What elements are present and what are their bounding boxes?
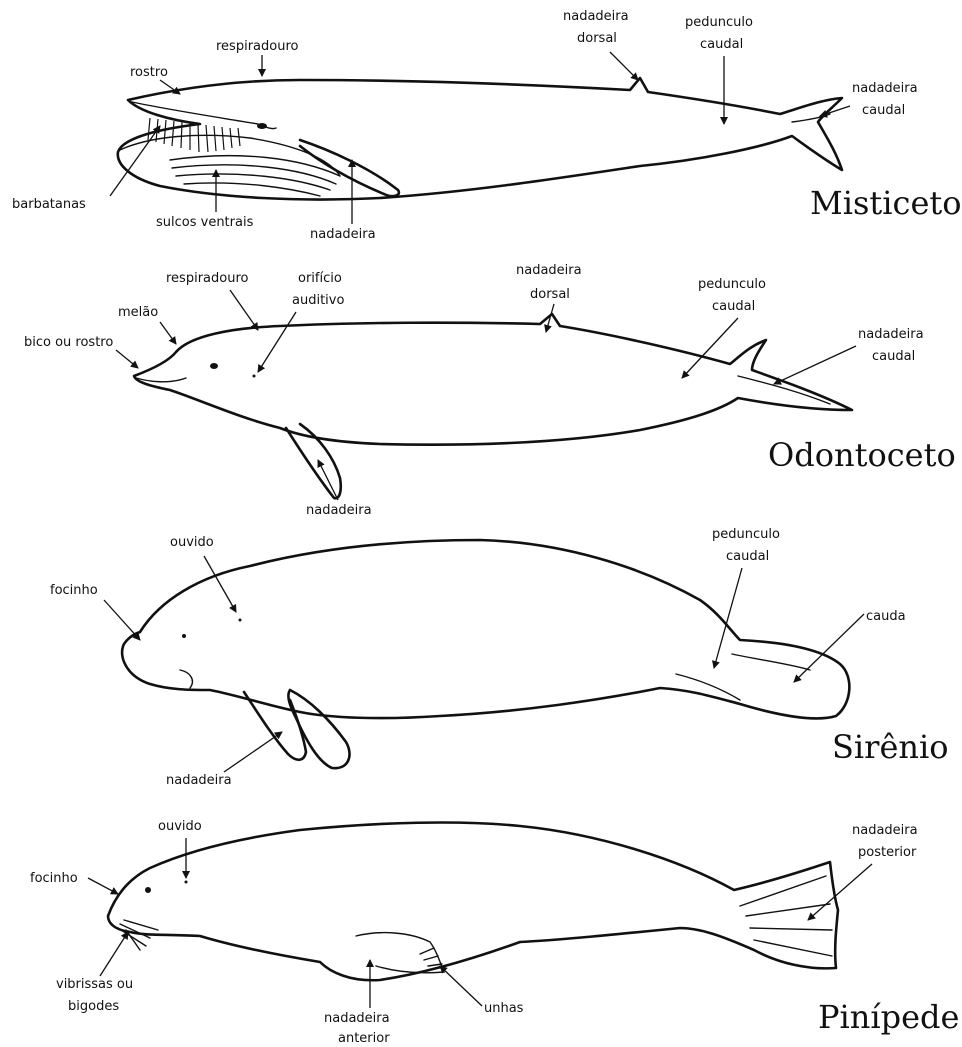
arrow-unhas <box>440 966 482 1006</box>
label-ouvido-s: ouvido <box>170 535 214 550</box>
label-nadadeira-caudal-1: nadadeira <box>852 81 918 96</box>
arrow-melao <box>160 322 176 344</box>
label-pedunculo-2: caudal <box>700 37 743 52</box>
label-barbatanas: barbatanas <box>12 197 86 212</box>
arrow-barbatanas <box>110 126 160 196</box>
label-nadadeira-post-1: nadadeira <box>852 823 918 838</box>
misticeto-eye <box>257 123 267 129</box>
sirenio-mouth <box>180 670 192 688</box>
label-cauda: cauda <box>866 609 906 624</box>
odontoceto-figure: respiradouro orifício auditivo melão bic… <box>24 263 956 518</box>
label-pedunculo-s-2: caudal <box>726 549 769 564</box>
arrow-pedunculo-s <box>714 568 742 668</box>
odontoceto-flipper <box>286 424 341 498</box>
label-nadadeira-caudal-od-1: nadadeira <box>858 327 924 342</box>
label-nadadeira-caudal-od-2: caudal <box>872 349 915 364</box>
label-nadadeira-ant-2: anterior <box>338 1031 390 1046</box>
arrow-pedunculo-od <box>682 318 738 378</box>
title-odontoceto: Odontoceto <box>768 436 956 474</box>
arrow-bico <box>116 350 138 368</box>
arrow-ouvido-s <box>204 556 236 612</box>
label-nadadeira-dorsal-od-2: dorsal <box>530 287 570 302</box>
sirenio-ear-dot <box>239 619 242 622</box>
arrow-vibrissas <box>100 932 128 976</box>
label-unhas: unhas <box>484 1001 524 1016</box>
label-rostro: rostro <box>130 65 168 80</box>
sirenio-eye <box>182 634 186 638</box>
label-nadadeira-ant-1: nadadeira <box>324 1011 390 1026</box>
pinipede-ear-dot <box>185 881 188 884</box>
pinipede-rear-flipper-rays <box>740 876 832 956</box>
sirenio-tail-detail <box>732 654 810 670</box>
label-nadadeira-post-2: posterior <box>858 845 917 860</box>
pinipede-figure: ouvido focinho nadadeira posterior vibri… <box>30 819 959 1046</box>
label-nadadeira-dorsal-2: dorsal <box>577 31 617 46</box>
sirenio-figure: ouvido focinho pedunculo caudal cauda na… <box>50 527 949 788</box>
misticeto-body <box>118 78 842 200</box>
label-pedunculo-1: pedunculo <box>685 15 753 30</box>
label-melao: melão <box>118 305 158 320</box>
arrow-nadadeira-dorsal <box>610 52 638 80</box>
misticeto-pectoral-fin <box>300 140 399 196</box>
label-ouvido-p: ouvido <box>158 819 202 834</box>
label-nadadeira-od: nadadeira <box>306 503 372 518</box>
label-pedunculo-od-1: pedunculo <box>698 277 766 292</box>
label-bico: bico ou rostro <box>24 335 113 350</box>
label-nadadeira-dorsal-od-1: nadadeira <box>516 263 582 278</box>
pinipede-body <box>108 823 838 981</box>
label-vibrissas-1: vibrissas ou <box>56 977 133 992</box>
arrow-nadadeira-post <box>808 864 872 920</box>
arrow-focinho-p <box>88 878 118 894</box>
label-nadadeira: nadadeira <box>310 227 376 242</box>
misticeto-mouth <box>132 102 276 129</box>
title-sirenio: Sirênio <box>832 728 949 766</box>
odontoceto-body <box>134 314 852 445</box>
odontoceto-eye <box>210 363 218 369</box>
label-orificio-2: auditivo <box>292 293 344 308</box>
odontoceto-mouth <box>136 378 186 382</box>
label-nadadeira-caudal-2: caudal <box>862 103 905 118</box>
label-focinho-s: focinho <box>50 583 98 598</box>
arrow-nadadeira-s <box>224 732 282 772</box>
arrow-nadadeira-caudal-od <box>774 346 856 384</box>
label-pedunculo-s-1: pedunculo <box>712 527 780 542</box>
odontoceto-ear-dot <box>253 375 256 378</box>
label-respiradouro: respiradouro <box>216 39 299 54</box>
arrow-focinho-s <box>104 600 140 640</box>
label-orificio-1: orifício <box>298 271 342 286</box>
sirenio-flipper-back <box>244 692 306 760</box>
pinipede-eye <box>145 887 151 893</box>
label-sulcos-ventrais: sulcos ventrais <box>156 215 254 230</box>
arrow-nadadeira-caudal <box>820 106 850 116</box>
misticeto-figure: respiradouro rostro nadadeira dorsal ped… <box>12 9 962 242</box>
arrow-orificio <box>258 312 296 372</box>
title-pinipede: Pinípede <box>818 998 959 1036</box>
sirenio-body <box>122 540 849 718</box>
misticeto-ventral-grooves <box>170 156 340 196</box>
pinipede-front-flipper <box>356 933 444 973</box>
label-nadadeira-dorsal-1: nadadeira <box>563 9 629 24</box>
label-nadadeira-s: nadadeira <box>166 773 232 788</box>
label-vibrissas-2: bigodes <box>68 999 119 1014</box>
label-focinho-p: focinho <box>30 871 78 886</box>
label-respiradouro-2: respiradouro <box>166 271 249 286</box>
title-misticeto: Misticeto <box>810 184 962 222</box>
arrow-respiradouro-2 <box>230 290 258 330</box>
sirenio-flipper-front <box>288 690 349 768</box>
label-pedunculo-od-2: caudal <box>712 299 755 314</box>
